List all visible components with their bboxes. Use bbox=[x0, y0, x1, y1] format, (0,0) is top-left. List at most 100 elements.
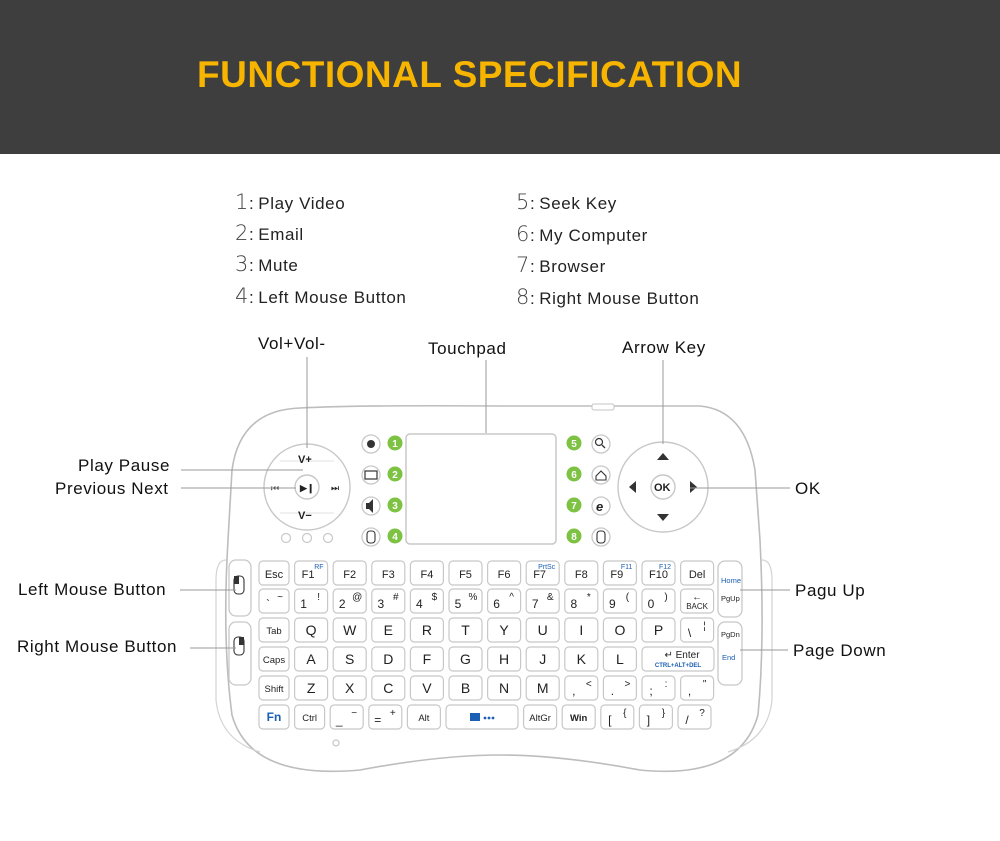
svg-text:Tab: Tab bbox=[266, 626, 281, 637]
svg-text:←: ← bbox=[692, 592, 702, 603]
key-esc-0-0: Esc bbox=[258, 560, 290, 586]
key-0-1-10: 0) bbox=[641, 588, 676, 614]
key-f2-0-2: F2 bbox=[332, 560, 367, 586]
key--4-10: ;: bbox=[641, 675, 676, 701]
key-i-2-8: I bbox=[564, 617, 599, 643]
svg-text:^: ^ bbox=[509, 592, 514, 603]
svg-text:P: P bbox=[654, 622, 663, 638]
hotkeys-right: e bbox=[591, 434, 611, 547]
svg-text:[: [ bbox=[608, 713, 612, 727]
badge-8: 8 bbox=[566, 528, 582, 544]
legend-label: My Computer bbox=[539, 226, 648, 245]
key-3-1-3: 3# bbox=[371, 588, 406, 614]
svg-text:`: ` bbox=[266, 597, 270, 611]
svg-text:/: / bbox=[685, 713, 689, 727]
key--5-8: [{ bbox=[600, 704, 635, 730]
svg-text:U: U bbox=[538, 622, 548, 638]
key-v-4-4: V bbox=[409, 675, 444, 701]
arrow-up-icon bbox=[657, 453, 669, 460]
legend-item-8: 8:Right Mouse Button bbox=[516, 285, 700, 309]
key-b-4-5: B bbox=[448, 675, 483, 701]
left-mouse-key bbox=[228, 559, 252, 617]
callout-page-down: Page Down bbox=[793, 641, 887, 660]
key-f6-0-6: F6 bbox=[487, 560, 522, 586]
svg-text::: : bbox=[665, 679, 668, 690]
key-f3-0-3: F3 bbox=[371, 560, 406, 586]
svg-text:↵ Enter: ↵ Enter bbox=[664, 650, 700, 661]
svg-text:0: 0 bbox=[648, 597, 655, 611]
svg-text:4: 4 bbox=[392, 532, 398, 543]
key-fn-5-0: Fn bbox=[258, 704, 290, 730]
svg-text:7: 7 bbox=[571, 501, 577, 512]
legend-item-2: 2:Email bbox=[235, 221, 304, 245]
svg-text:Esc: Esc bbox=[265, 569, 284, 581]
svg-text:+: + bbox=[390, 708, 396, 719]
legend-number: 6 bbox=[516, 222, 530, 246]
svg-text:RF: RF bbox=[314, 564, 323, 571]
svg-text:<: < bbox=[586, 679, 592, 690]
svg-text:7: 7 bbox=[532, 597, 539, 611]
key-a-3-1: A bbox=[294, 646, 329, 672]
pgdn-end-key bbox=[717, 621, 743, 686]
key-o-2-9: O bbox=[602, 617, 638, 643]
svg-text:!: ! bbox=[317, 592, 320, 603]
svg-text:Win: Win bbox=[570, 713, 588, 724]
leader-lines bbox=[180, 357, 790, 651]
key-altgr-5-6: AltGr bbox=[522, 704, 558, 730]
svg-text:%: % bbox=[469, 592, 478, 603]
svg-text:>: > bbox=[624, 679, 630, 690]
touchpad bbox=[405, 433, 557, 545]
key--5-9: ]} bbox=[638, 704, 674, 730]
svg-text:#: # bbox=[393, 592, 399, 603]
key-z-4-1: Z bbox=[294, 675, 329, 701]
svg-text:PrtSc: PrtSc bbox=[538, 564, 556, 571]
svg-text:Alt: Alt bbox=[418, 713, 429, 724]
legend-item-7: 7:Browser bbox=[516, 253, 606, 277]
svg-text:F2: F2 bbox=[343, 569, 356, 581]
svg-text:F1: F1 bbox=[302, 569, 315, 581]
svg-text:F11: F11 bbox=[621, 564, 633, 571]
svg-text:E: E bbox=[384, 622, 393, 638]
key--4-8: ,< bbox=[564, 675, 599, 701]
key-n-4-6: N bbox=[487, 675, 522, 701]
svg-text:}: } bbox=[662, 708, 666, 719]
vol-down-label: V− bbox=[298, 510, 312, 522]
svg-text:Caps: Caps bbox=[263, 655, 285, 666]
header-banner: FUNCTIONAL SPECIFICATION bbox=[0, 0, 1000, 154]
svg-text:F8: F8 bbox=[575, 569, 588, 581]
pgdn-label: PgDn bbox=[721, 630, 740, 639]
svg-text:6: 6 bbox=[571, 470, 577, 481]
svg-text:@: @ bbox=[352, 592, 362, 603]
svg-text:Q: Q bbox=[306, 622, 317, 638]
legend-number: 7 bbox=[516, 253, 530, 277]
svg-text:F9: F9 bbox=[610, 569, 623, 581]
key-2-1-2: 2@ bbox=[332, 588, 367, 614]
svg-text:N: N bbox=[499, 680, 509, 696]
badge-6: 6 bbox=[566, 466, 582, 482]
svg-text:W: W bbox=[343, 622, 357, 638]
pgup-label: PgUp bbox=[721, 594, 740, 603]
svg-text:8: 8 bbox=[570, 597, 577, 611]
svg-text:Fn: Fn bbox=[267, 710, 282, 724]
svg-text:;: ; bbox=[649, 684, 652, 698]
svg-text:Del: Del bbox=[689, 569, 706, 581]
svg-text:M: M bbox=[537, 680, 549, 696]
svg-text:4: 4 bbox=[416, 597, 423, 611]
legend-label: Email bbox=[258, 225, 304, 244]
key-t-2-5: T bbox=[448, 617, 483, 643]
key--1-0: `~ bbox=[258, 588, 290, 614]
badge-7: 7 bbox=[566, 497, 582, 513]
svg-text:V: V bbox=[422, 680, 432, 696]
svg-text:1: 1 bbox=[300, 597, 307, 611]
key-k-3-8: K bbox=[564, 646, 599, 672]
legend-label: Seek Key bbox=[539, 194, 617, 213]
key-1-1-1: 1! bbox=[294, 588, 329, 614]
svg-text:R: R bbox=[422, 622, 432, 638]
legend-label: Mute bbox=[258, 256, 299, 275]
callout-pagu-up: Pagu Up bbox=[795, 581, 866, 600]
svg-text:2: 2 bbox=[339, 597, 346, 611]
legend-label: Browser bbox=[539, 257, 606, 276]
